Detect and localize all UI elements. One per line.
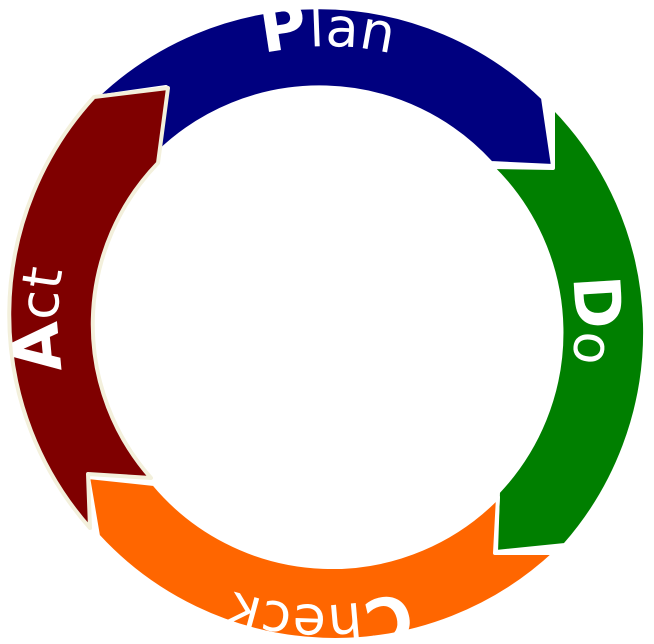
segment-check xyxy=(86,475,557,642)
label-act: Act xyxy=(0,263,77,376)
segment-act xyxy=(7,86,170,530)
label-plan: Plan xyxy=(255,0,401,69)
segment-do xyxy=(490,105,648,554)
segment-plan xyxy=(94,5,555,168)
